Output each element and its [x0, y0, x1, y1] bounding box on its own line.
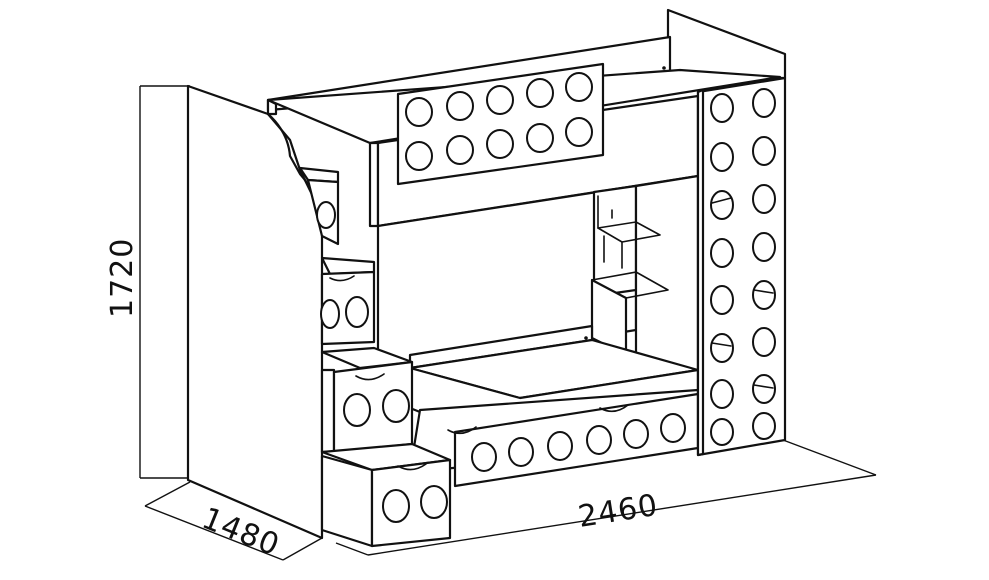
width-extension-right — [782, 439, 877, 476]
step-hole — [345, 296, 369, 328]
panel-hole — [710, 285, 734, 315]
step-hole — [343, 393, 371, 427]
guard-hole — [526, 78, 554, 108]
width-dimension-line — [367, 474, 877, 556]
step-hole — [320, 299, 340, 329]
panel-hole — [752, 88, 776, 118]
upper-frame-left-edge — [368, 141, 380, 228]
step-4-handle — [397, 463, 427, 471]
width-dimension-label: 2460 — [576, 488, 661, 535]
guard-hole — [446, 135, 474, 165]
guard-hole — [486, 129, 514, 159]
drawer-hole — [623, 419, 649, 449]
drawer-hole — [586, 425, 612, 455]
drawer-handle — [447, 426, 477, 435]
screw-dot — [662, 66, 666, 70]
panel-hole — [710, 142, 734, 172]
step-hole — [382, 389, 410, 423]
depth-dimension-line — [144, 505, 284, 561]
panel-hole — [710, 333, 734, 363]
height-dimension-label: 1720 — [105, 238, 140, 318]
hole-inner-line — [711, 197, 732, 204]
upper-guard-board — [396, 62, 605, 186]
step-hole — [420, 485, 448, 519]
step-3-side — [320, 368, 336, 454]
guard-hole — [526, 123, 554, 153]
drawer-holes — [471, 413, 686, 472]
guard-hole — [486, 85, 514, 115]
step-hole — [316, 201, 336, 229]
panel-hole — [752, 232, 776, 262]
dimension-lines — [139, 85, 877, 561]
hole-inner-line — [753, 289, 774, 294]
step-3-handle — [355, 373, 385, 381]
panel-hole — [710, 238, 734, 268]
stair-outer-side — [186, 84, 324, 540]
step-4-front — [370, 458, 452, 548]
drawer-hole — [660, 413, 686, 443]
depth-extension-left — [144, 481, 191, 507]
guard-hole — [446, 91, 474, 121]
panel-hole — [752, 136, 776, 166]
panel-hole — [710, 379, 734, 409]
panel-hole — [752, 280, 776, 310]
panel-hole — [710, 418, 734, 446]
step-4-side — [320, 454, 374, 548]
panel-hole — [752, 412, 776, 440]
guard-hole — [405, 97, 433, 127]
panel-hole — [710, 93, 734, 123]
guard-board-holes — [405, 72, 593, 171]
depth-extension-right — [282, 537, 323, 561]
middle-frame — [376, 174, 700, 414]
panel-hole — [710, 190, 734, 220]
step-2-handle — [329, 275, 355, 282]
panel-hole — [752, 374, 776, 404]
panel-hole — [752, 327, 776, 357]
drawer-hole — [547, 431, 573, 461]
guard-hole — [565, 117, 593, 147]
stair-top-cap — [266, 98, 278, 116]
shelf-unit-side — [634, 174, 700, 374]
guard-hole — [405, 141, 433, 171]
drawer-hole — [471, 442, 497, 472]
width-extension-left — [335, 542, 369, 556]
right-side-panel — [696, 76, 787, 457]
stair-unit — [186, 84, 452, 548]
drawer-hole — [508, 437, 534, 467]
step-hole — [382, 489, 410, 523]
right-panel-edge — [696, 88, 705, 457]
panel-hole — [752, 184, 776, 214]
guard-hole — [565, 72, 593, 102]
back-headboard — [666, 8, 787, 80]
right-panel-holes — [710, 88, 776, 446]
drawer-handle — [599, 404, 629, 413]
screw-dot — [584, 336, 588, 340]
hole-inner-line — [753, 384, 774, 389]
shelf-upper — [597, 221, 661, 243]
hole-inner-line — [711, 342, 732, 347]
pullout-drawer — [408, 388, 700, 488]
